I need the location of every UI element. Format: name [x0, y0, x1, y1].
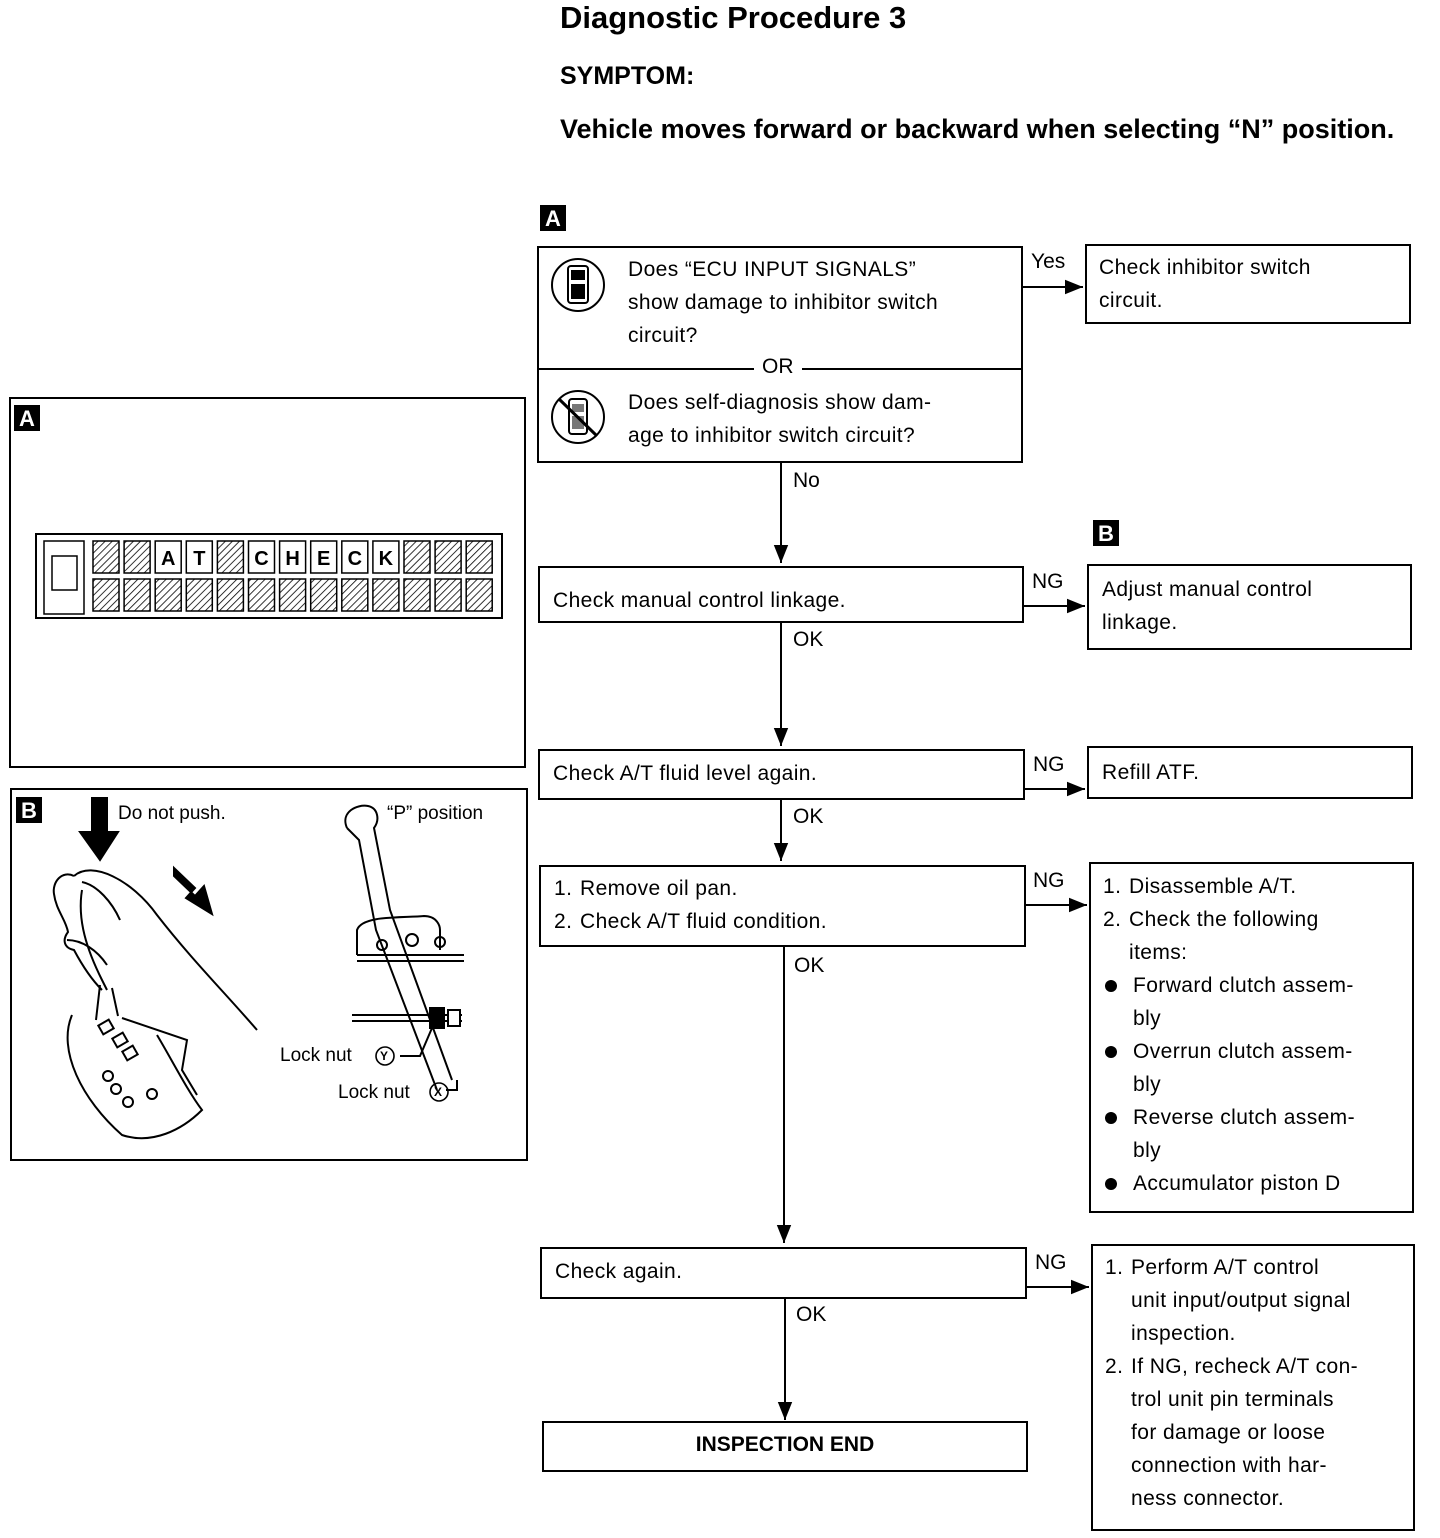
display-cell [123, 578, 151, 612]
symptom-label: SYMPTOM: [560, 62, 695, 90]
result-check-inhibitor: Check inhibitor switch circuit. [1085, 244, 1411, 324]
display-letter: A [161, 548, 175, 570]
yes-label: Yes [1031, 250, 1066, 273]
display-letter: T [193, 548, 205, 570]
display-cell [216, 540, 245, 574]
result-refill-atf: Refill ATF. [1087, 746, 1413, 799]
display-cell [341, 540, 369, 574]
do-not-push-label: Do not push. [118, 803, 226, 824]
page-title: Diagnostic Procedure 3 [560, 0, 907, 35]
lock-nut-x-label: Lock nut [338, 1082, 410, 1103]
ng-label-4: NG [1033, 869, 1065, 892]
display-cell [465, 540, 493, 574]
y-symbol: Y [380, 1049, 388, 1063]
display-cell [123, 540, 151, 574]
selector-lever-illustration: Y X [52, 797, 464, 1140]
symptom-text: Vehicle moves forward or backward when s… [560, 114, 1395, 144]
q2-text: Does self-diagnosis show dam- age to inh… [628, 391, 932, 447]
display-cell [247, 578, 276, 612]
x-symbol: X [434, 1085, 442, 1099]
ng-label-5: NG [1035, 1251, 1067, 1274]
result-perform-inspection: 1.Perform A/T control unit input/output … [1091, 1244, 1415, 1531]
display-cell [154, 578, 182, 612]
ng-label-3: NG [1033, 753, 1065, 776]
display-cell [372, 578, 400, 612]
display-letter: C [348, 548, 362, 570]
or-label: OR [754, 355, 802, 379]
display-cell [185, 540, 214, 574]
tag-a-flow: A [540, 205, 566, 231]
step-check-fluid-level: Check A/T fluid level again. [538, 749, 1025, 800]
lock-nut-y-label: Lock nut [280, 1045, 352, 1066]
no-consult-icon [551, 390, 605, 444]
ok-label-4: OK [794, 954, 825, 977]
display-cell [309, 540, 338, 574]
tag-b-flow: B [1093, 520, 1119, 546]
step-check-again: Check again. [540, 1247, 1027, 1299]
ng-label-2: NG [1032, 570, 1064, 593]
ok-label-5: OK [796, 1303, 827, 1326]
result-adjust-linkage: Adjust manual control linkage. [1087, 564, 1412, 650]
display-cell [216, 578, 245, 612]
display-cell [372, 540, 400, 574]
display-cell [403, 540, 431, 574]
display-letter: K [379, 548, 394, 570]
step-remove-oil-pan: 1.Remove oil pan. 2.Check A/T fluid cond… [539, 865, 1026, 947]
display-cell [309, 578, 338, 612]
display-cell [92, 540, 120, 574]
step-check-linkage: Check manual control linkage. [538, 566, 1024, 623]
display-cell [434, 578, 462, 612]
tag-b-figure: B [16, 797, 42, 823]
inspection-end-box: INSPECTION END [542, 1421, 1028, 1472]
p-position-label: “P” position [387, 803, 484, 824]
display-cell [465, 578, 493, 612]
ok-label-3: OK [793, 805, 824, 828]
figure-b-panel: B Do not push. “P” position Lock nut Loc… [10, 788, 528, 1161]
display-cell [434, 540, 462, 574]
display-letter: E [317, 548, 330, 570]
consult-tester-icon [551, 258, 605, 312]
display-cell [278, 540, 307, 574]
display-cell [278, 578, 307, 612]
display-cell [185, 578, 214, 612]
display-cell [92, 578, 120, 612]
display-cell [403, 578, 431, 612]
q1-text: Does “ECU INPUT SIGNALS” show damage to … [628, 258, 939, 347]
display-letter: H [285, 548, 299, 570]
display-cell [154, 540, 182, 574]
result-disassemble-at: 1.Disassemble A/T. 2.Check the following… [1089, 862, 1414, 1213]
question-box: OR Does “ECU INPUT SIGNALS” show damage … [537, 246, 1023, 463]
display-cell [247, 540, 276, 574]
ok-label-2: OK [793, 628, 824, 651]
no-label: No [793, 469, 820, 492]
display-cell [341, 578, 369, 612]
tag-a-figure: A [14, 405, 40, 431]
display-letter: C [254, 548, 268, 570]
